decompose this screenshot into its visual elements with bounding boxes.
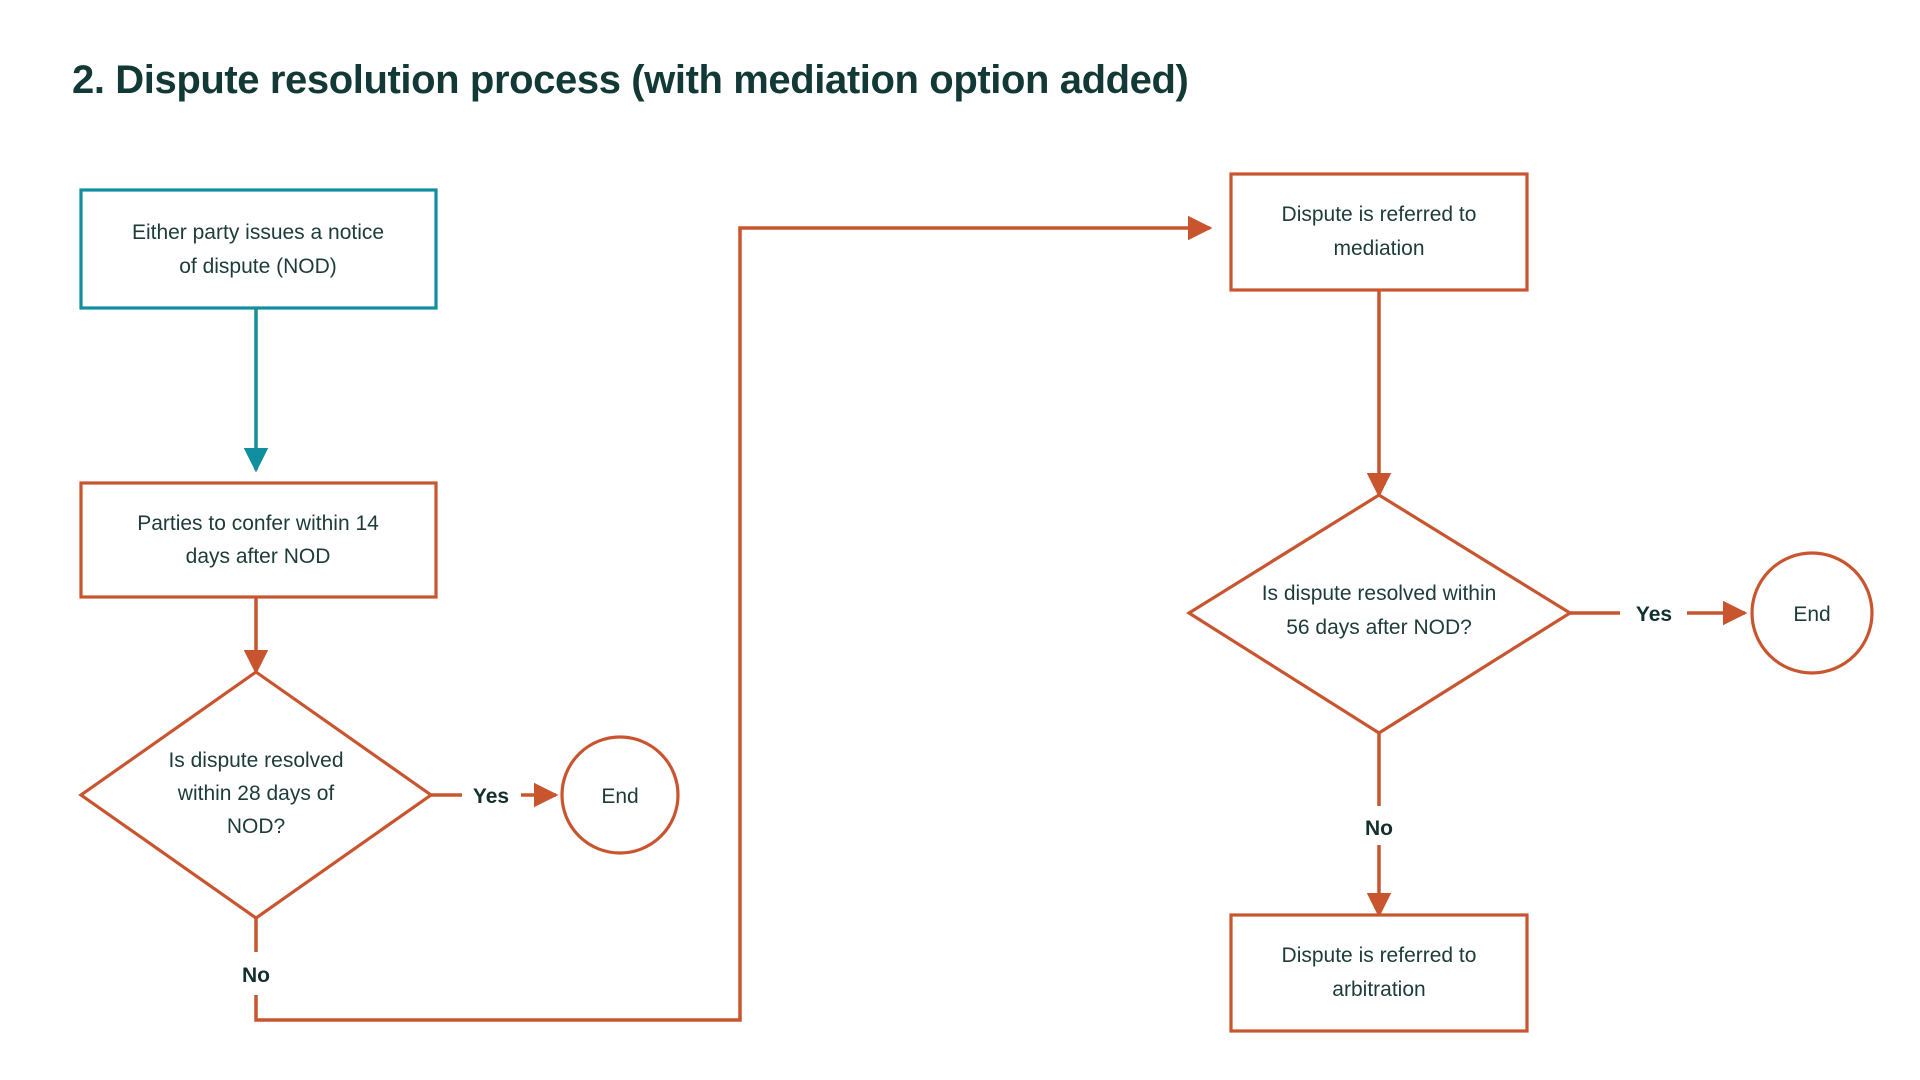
node-arbitration-line1: Dispute is referred to	[1282, 944, 1477, 967]
node-decision-28-days-line1: Is dispute resolved	[168, 749, 343, 772]
node-parties-confer[interactable]: Parties to confer within 14 days after N…	[79, 481, 438, 599]
node-decision-56-days-line2: 56 days after NOD?	[1286, 616, 1472, 639]
node-decision-28-days-line2: within 28 days of	[177, 782, 335, 805]
node-parties-confer-line1: Parties to confer within 14	[137, 512, 379, 535]
edge-decision28-no-to-mediation	[254, 215, 1213, 1022]
page-title: 2. Dispute resolution process (with medi…	[72, 58, 1189, 102]
node-mediation-line1: Dispute is referred to	[1282, 203, 1477, 226]
node-notice-of-dispute-line2: of dispute (NOD)	[179, 255, 337, 278]
node-end-left[interactable]: End	[560, 735, 680, 855]
edge-label-yes-right: Yes	[1636, 603, 1672, 626]
node-end-left-label: End	[601, 785, 638, 808]
node-decision-56-days-line1: Is dispute resolved within	[1262, 582, 1497, 605]
edge-label-yes-left: Yes	[473, 785, 509, 808]
node-end-right[interactable]: End	[1750, 551, 1874, 675]
node-decision-56-days[interactable]: Is dispute resolved within 56 days after…	[1185, 493, 1574, 735]
node-arbitration-line2: arbitration	[1332, 978, 1425, 1001]
node-parties-confer-line2: days after NOD	[186, 545, 331, 568]
node-decision-28-days[interactable]: Is dispute resolved within 28 days of NO…	[78, 670, 434, 920]
node-arbitration[interactable]: Dispute is referred to arbitration	[1229, 913, 1529, 1033]
node-end-right-label: End	[1793, 603, 1830, 626]
node-mediation[interactable]: Dispute is referred to mediation	[1229, 172, 1529, 292]
edge-label-no-left: No	[242, 964, 270, 987]
node-mediation-line2: mediation	[1333, 237, 1424, 260]
node-notice-of-dispute-line1: Either party issues a notice	[132, 221, 384, 244]
node-decision-28-days-line3: NOD?	[227, 815, 285, 838]
edge-label-no-right: No	[1365, 817, 1393, 840]
node-notice-of-dispute[interactable]: Either party issues a notice of dispute …	[79, 188, 438, 310]
